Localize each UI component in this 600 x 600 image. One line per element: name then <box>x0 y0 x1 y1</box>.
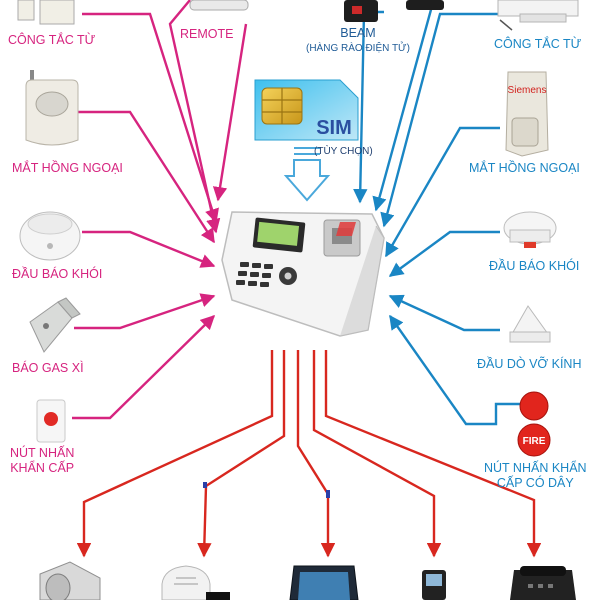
label-right-glass: ĐẦU DÒ VỠ KÍNH <box>477 357 582 371</box>
fire-button-icon: FIRE <box>517 391 551 457</box>
arrow-out-5 <box>324 350 542 558</box>
left-connections <box>72 0 248 420</box>
label-remote: REMOTE <box>180 27 234 41</box>
arrow-right-4 <box>388 294 500 332</box>
strobe-siren-icon <box>161 565 230 600</box>
mobile-phone-icon <box>422 570 446 600</box>
arrow-out-4 <box>312 350 442 558</box>
siemens-brand: Siemens <box>508 85 547 96</box>
arrow-left-4 <box>74 293 216 330</box>
arrow-left-1 <box>82 12 219 224</box>
label-right-door-contact: CÔNG TẮC TỪ <box>494 37 582 51</box>
label-left-pir: MẮT HỒNG NGOẠI <box>12 161 123 175</box>
connector-mark <box>203 482 207 488</box>
label-left-panic: NÚT NHẤN KHẨN CẤP <box>10 446 74 476</box>
label-left-door-contact: CÔNG TẮC TỪ <box>8 33 96 47</box>
arrow-right-5 <box>389 314 520 426</box>
output-connections <box>76 350 542 558</box>
arrow-remote <box>168 0 221 234</box>
label-beam-title: BEAM <box>340 26 376 40</box>
smoke-detector-icon <box>503 211 557 248</box>
label-right-fire-line1: NÚT NHẤN KHẨN <box>484 461 587 475</box>
arrow-left-2 <box>78 110 216 244</box>
label-beam: BEAM (HÀNG RÀO ĐIỆN TỬ) <box>306 26 410 56</box>
arrow-out-2 <box>197 350 286 558</box>
pir-sensor-icon: Siemens <box>505 71 549 157</box>
download-arrow-icon <box>283 147 331 202</box>
gas-detector-icon <box>29 297 81 353</box>
label-left-panic-line2: KHẨN CẤP <box>10 461 75 475</box>
arrow-right-3 <box>388 230 500 277</box>
pir-sensor-icon <box>25 70 79 146</box>
label-right-fire: NÚT NHẤN KHẨN CẤP CÓ DÂY <box>484 461 587 491</box>
label-left-panic-line1: NÚT NHẤN <box>10 446 75 460</box>
sim-text: SIM <box>316 117 352 139</box>
arrow-out-1 <box>76 350 274 558</box>
arrow-top-right <box>372 5 434 212</box>
label-right-fire-line2: CẤP CÓ DÂY <box>496 476 574 490</box>
tablet-icon <box>289 565 359 600</box>
alarm-control-panel-icon <box>221 211 385 337</box>
siren-horn-icon <box>39 561 101 600</box>
arrow-out-3 <box>296 350 336 558</box>
remote-icon <box>189 0 249 11</box>
label-right-pir: MẮT HỒNG NGOẠI <box>469 161 580 175</box>
arrow-left-5 <box>72 314 216 420</box>
arrow-remote-2 <box>212 23 248 202</box>
label-left-smoke: ĐẦU BÁO KHÓI <box>12 267 103 281</box>
label-right-smoke: ĐẦU BÁO KHÓI <box>489 259 580 273</box>
arrow-right-1 <box>380 12 500 228</box>
beam-sensor-icon <box>344 0 444 22</box>
sim-card-icon <box>254 79 359 141</box>
label-beam-sub: (HÀNG RÀO ĐIỆN TỬ) <box>306 43 410 54</box>
glass-break-icon <box>509 305 551 343</box>
fire-badge: FIRE <box>523 436 546 447</box>
label-sim-note: (TÙY CHỌN) <box>314 146 373 157</box>
arrow-left-3 <box>82 230 216 268</box>
label-left-gas: BÁO GAS XÌ <box>12 361 84 375</box>
arrow-right-2 <box>384 126 500 258</box>
panic-button-icon <box>36 399 66 443</box>
smoke-detector-icon <box>19 211 81 261</box>
door-contact-icon <box>497 0 579 31</box>
desk-phone-icon <box>510 566 576 600</box>
door-contact-icon <box>17 0 75 25</box>
connector-mark <box>326 490 330 498</box>
